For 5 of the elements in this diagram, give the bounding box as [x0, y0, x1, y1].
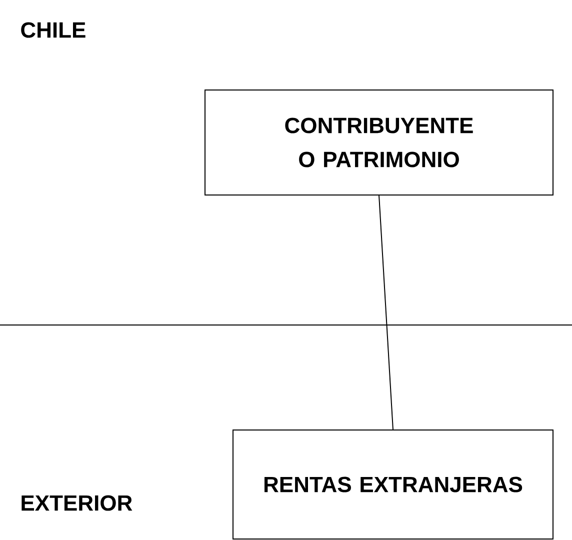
text-box: CONTRIBUYENTE O PATRIMONIO — [204, 90, 554, 196]
connector-line — [378, 195, 394, 430]
region-label: EXTERIOR — [22, 495, 132, 511]
region-label: CHILE — [21, 22, 86, 38]
text-box: RENTAS EXTRANJERAS — [232, 430, 554, 540]
